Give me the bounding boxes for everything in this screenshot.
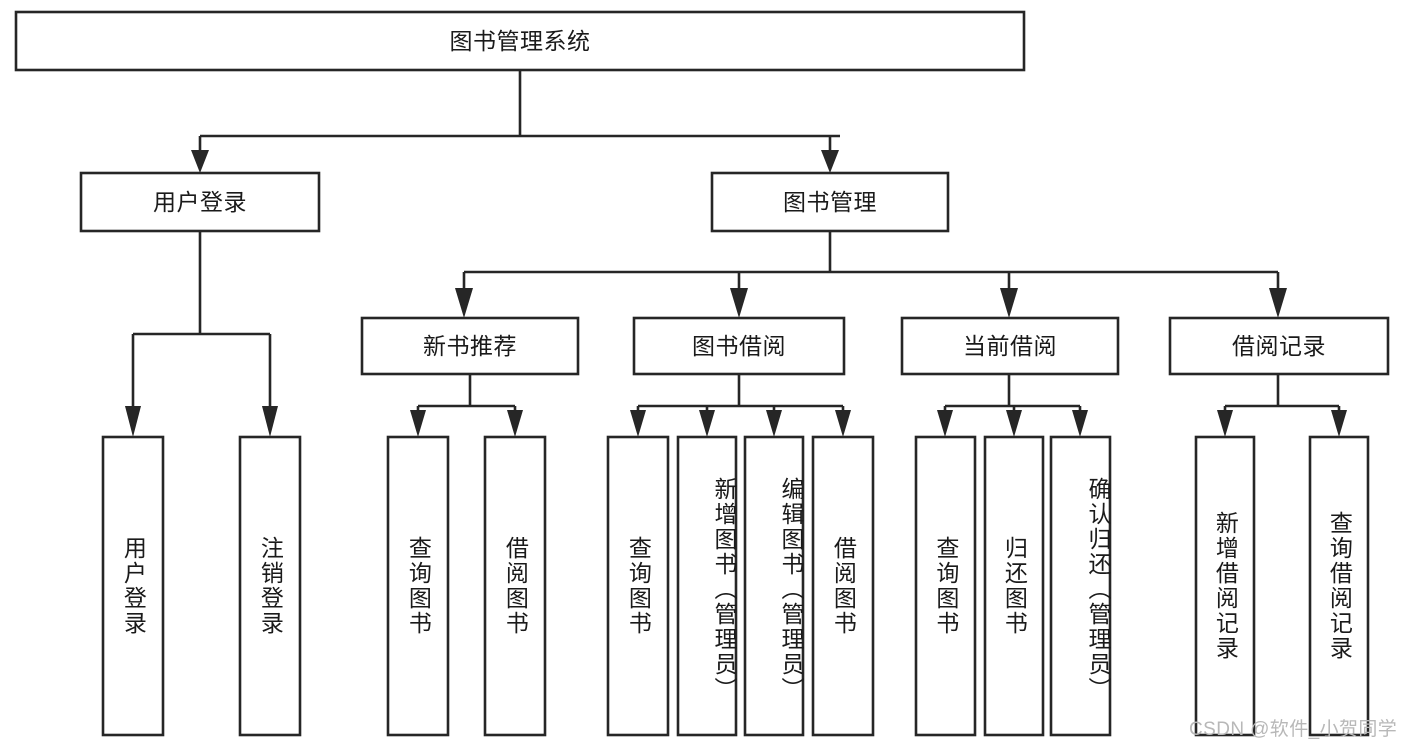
node-box-book-manage[interactable] [710,171,950,233]
arrowhead-book-manage-icon [821,150,839,173]
node-box-book-borrow[interactable] [632,316,846,376]
arrowhead-leaf-borrow-book-icon [835,410,851,437]
node-box-root[interactable] [14,10,1026,72]
edges-book-borrow-to-leaves [630,374,851,437]
edges-borrow-record-to-leaves [1217,374,1347,437]
node-box-new-book-rec[interactable] [360,316,580,376]
node-box-leaf-add-record[interactable] [1194,435,1256,737]
arrowhead-leaf-query-book-borrow-icon [630,410,646,437]
arrowhead-leaf-add-record-icon [1217,410,1233,437]
arrowhead-leaf-user-login-icon [125,406,141,437]
node-box-leaf-user-logout[interactable] [238,435,302,737]
edges-new-book-rec-to-leaves [410,374,523,437]
arrowhead-current-borrow-icon [1000,288,1018,318]
node-box-leaf-borrow-book[interactable] [811,435,875,737]
node-box-leaf-return-book[interactable] [983,435,1045,737]
node-box-current-borrow[interactable] [900,316,1120,376]
csdn-watermark: CSDN @软件_小贺同学 [1189,719,1398,740]
node-box-leaf-borrow-book-rec[interactable] [483,435,547,737]
arrowhead-leaf-return-book-icon [1006,410,1022,437]
arrowhead-leaf-query-book-cur-icon [937,410,953,437]
arrowhead-leaf-user-logout-icon [262,406,278,437]
edges-book-manage-to-level2 [455,231,1287,318]
arrowhead-book-borrow-icon [730,288,748,318]
node-box-leaf-query-book-cur[interactable] [914,435,977,737]
arrowhead-leaf-confirm-return-icon [1072,410,1088,437]
arrowhead-borrow-record-icon [1269,288,1287,318]
arrowhead-leaf-edit-book-icon [766,410,782,437]
node-box-leaf-user-login[interactable] [101,435,165,737]
arrowhead-leaf-add-book-icon [699,410,715,437]
arrowhead-new-book-rec-icon [455,288,473,318]
arrowhead-user-login-icon [191,150,209,173]
node-box-leaf-query-book-rec[interactable] [386,435,450,737]
node-box-leaf-query-record[interactable] [1308,435,1370,737]
arrowhead-leaf-query-book-rec-icon [410,410,426,437]
node-box-leaf-confirm-return[interactable] [1049,435,1112,737]
node-box-leaf-add-book[interactable] [676,435,738,737]
edges-root-to-level1 [191,70,840,173]
edges-current-borrow-to-leaves [937,374,1088,437]
node-box-borrow-record[interactable] [1168,316,1390,376]
node-box-leaf-query-book-borrow[interactable] [606,435,670,737]
arrowhead-leaf-query-record-icon [1331,410,1347,437]
node-box-user-login[interactable] [79,171,321,233]
arrowhead-leaf-borrow-book-rec-icon [507,410,523,437]
edges-user-login-to-leaves [125,231,278,437]
node-box-leaf-edit-book[interactable] [743,435,805,737]
